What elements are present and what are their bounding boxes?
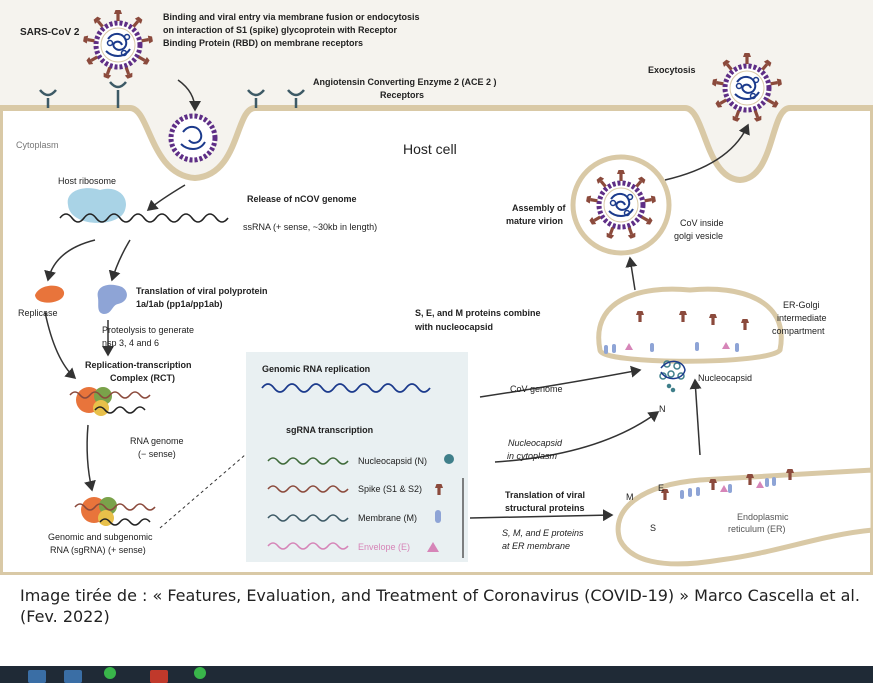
rna-genome-label-2: (− sense) — [138, 449, 176, 459]
sme-label-2: at ER membrane — [502, 541, 570, 551]
notification-badge-icon — [194, 667, 206, 679]
entry-label-3: Binding Protein (RBD) on membrane recept… — [163, 38, 363, 48]
rna-panel — [246, 352, 468, 562]
translation-arrow — [469, 509, 614, 522]
er-label-1: Endoplasmic — [737, 512, 789, 522]
taskbar-app-icon[interactable] — [150, 670, 168, 683]
taskbar — [0, 666, 873, 683]
ssrna-genome — [59, 213, 229, 223]
sub-label-2: RNA (sgRNA) (+ sense) — [50, 545, 146, 555]
membrane-rna-wave — [267, 514, 349, 522]
ergic-label-1: ER-Golgi — [783, 300, 820, 310]
nucleocapsid-cluster — [659, 360, 686, 393]
e-letter: E — [658, 483, 664, 493]
ace2-receptors — [39, 81, 305, 108]
rct-rna-top-2 — [94, 406, 146, 414]
entry-label-2: on interaction of S1 (spike) glycoprotei… — [163, 25, 398, 35]
ssrna-label: ssRNA (+ sense, ~30kb in length) — [243, 222, 377, 232]
release-label: Release of nCOV genome — [247, 194, 357, 204]
replicase-to-rct-arrow — [44, 311, 77, 380]
cytoplasm-label: Cytoplasm — [16, 140, 59, 150]
sem-label-2: with nucleocapsid — [414, 322, 493, 332]
nucleocapsid-cyto-arrow — [494, 411, 660, 463]
m-letter: M — [626, 492, 634, 502]
replicase-shape — [35, 285, 65, 303]
dashed-connector — [159, 454, 246, 529]
membrane-label: Membrane (M) — [358, 513, 417, 523]
ace2-label-1: Angiotensin Converting Enzyme 2 (ACE 2 ) — [313, 77, 497, 87]
endocytosed-virion — [168, 113, 218, 163]
sub-label-1: Genomic and subgenomic — [48, 532, 153, 542]
rct-down-arrow — [84, 424, 96, 492]
release-arrow — [146, 184, 186, 211]
ergic-proteins — [604, 311, 749, 354]
genomic-rna-wave — [261, 383, 431, 393]
replicase-label: Replicase — [18, 308, 58, 318]
trans-struct-label-2: structural proteins — [505, 503, 585, 513]
cov-genome-arrow — [479, 365, 642, 398]
notification-badge-icon — [104, 667, 116, 679]
cov-genome-label: CoV genome — [510, 384, 563, 394]
rct-complex-top — [76, 387, 112, 416]
ace2-label-2: Receptors — [380, 90, 424, 100]
ergic-label-2: intermediate — [777, 313, 827, 323]
rct-label-1: Replication-transcription — [85, 360, 192, 370]
genomic-rep-label: Genomic RNA replication — [262, 364, 370, 374]
envelope-icon — [427, 542, 439, 552]
to-replicase-arrow — [44, 239, 96, 282]
spike-label: Spike (S1 & S2) — [358, 484, 422, 494]
sars-label: SARS-CoV 2 — [20, 27, 80, 38]
translation-label-2: 1a/1ab (pp1a/pp1ab) — [136, 299, 223, 309]
nuc-n-label: Nucleocapsid (N) — [358, 456, 427, 466]
translation-label-1: Translation of viral polyprotein — [136, 286, 268, 296]
rna-genome-label-1: RNA genome — [130, 436, 184, 446]
rct-rna-bottom — [74, 503, 156, 511]
exocytosis-label: Exocytosis — [648, 65, 696, 75]
taskbar-app-icon[interactable] — [28, 670, 46, 683]
entry-arrow — [177, 79, 201, 112]
to-polyprotein-arrow — [108, 239, 131, 282]
s-letter: S — [650, 523, 656, 533]
sgrna-label: sgRNA transcription — [286, 425, 373, 435]
er-label-2: reticulum (ER) — [728, 524, 786, 534]
rct-label-2: Complex (RCT) — [110, 373, 175, 383]
n-letter: N — [659, 404, 666, 414]
nuc-cyto-label-1: Nucleocapsid — [508, 438, 563, 448]
ergic-compartment — [596, 286, 784, 364]
nucleocapsid-rna-wave — [267, 457, 349, 465]
sem-label-1: S, E, and M proteins combine — [415, 308, 541, 318]
assembly-label-1: Assembly of — [512, 203, 567, 213]
nucleocapsid-label: Nucleocapsid — [698, 373, 752, 383]
host-ribosome-label: Host ribosome — [58, 176, 116, 186]
envelope-rna-wave — [267, 542, 349, 550]
golgi-label-1: CoV inside — [680, 218, 724, 228]
sme-label-1: S, M, and E proteins — [502, 528, 584, 538]
nuc-cyto-label-2: in cytoplasm — [507, 451, 558, 461]
membrane-icon — [435, 510, 441, 523]
er-proteins — [661, 469, 794, 500]
taskbar-app-icon[interactable] — [64, 670, 82, 683]
proteolysis-label-2: nsp 3, 4 and 6 — [102, 338, 159, 348]
ergic-to-golgi-arrow — [625, 256, 638, 291]
rct-rna-top — [69, 391, 151, 399]
polyprotein-shape — [97, 284, 127, 314]
trans-struct-label-1: Translation of viral — [505, 490, 585, 500]
nucleocapsid-dot — [444, 454, 454, 464]
host-cell-label: Host cell — [403, 141, 457, 157]
envelope-label: Envelope (E) — [358, 542, 410, 552]
proteolysis-label-1: Proteolysis to generate — [102, 325, 194, 335]
exocytosis-arrow — [664, 123, 750, 181]
assembly-label-2: mature virion — [506, 216, 563, 226]
figure-caption: Image tirée de : « Features, Evaluation,… — [20, 586, 860, 626]
ergic-label-3: compartment — [772, 326, 825, 336]
spike-rna-wave — [267, 485, 349, 493]
entry-label-1: Binding and viral entry via membrane fus… — [163, 12, 420, 22]
rct-rna-bottom-2 — [99, 518, 151, 526]
sars-cov-2-lifecycle-diagram: SARS-CoV 2 Binding and viral entry via m… — [0, 0, 873, 575]
er-to-ergic-arrow — [689, 378, 702, 456]
golgi-label-2: golgi vesicle — [674, 231, 723, 241]
